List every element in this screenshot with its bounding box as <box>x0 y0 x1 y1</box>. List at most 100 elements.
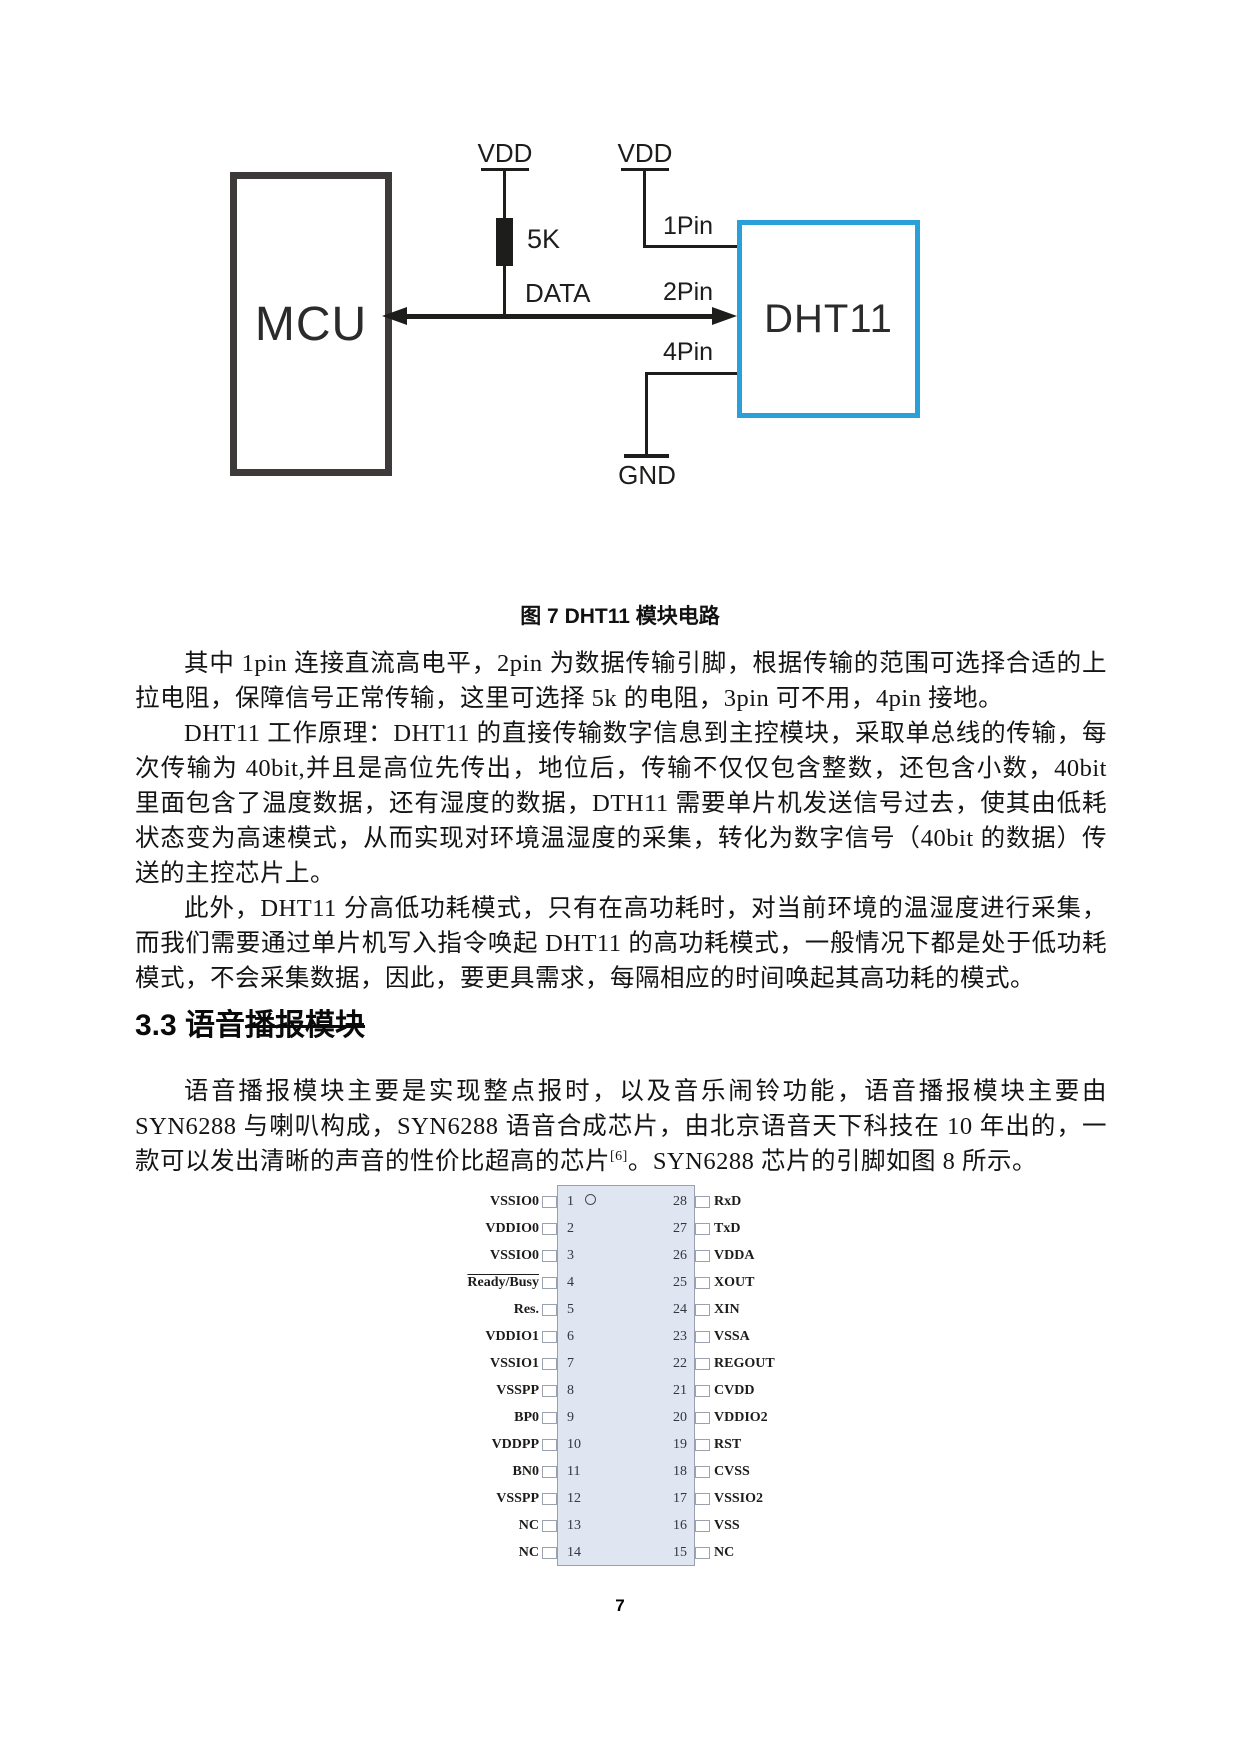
figure7-caption: 图 7 DHT11 模块电路 <box>520 605 720 628</box>
pin1-label: 1Pin <box>663 212 714 240</box>
chip-pin-box <box>542 1330 557 1343</box>
chip-pin-box <box>695 1249 710 1262</box>
paragraph-4-tail: 。SYN6288 芯片的引脚如图 8 所示。 <box>627 1148 1037 1175</box>
chip-pin-label: VSSIO2 <box>714 1490 764 1506</box>
chip-pin-label: Ready/Busy <box>467 1274 539 1290</box>
chip-pin-number: 2 <box>567 1221 574 1236</box>
mcu-label: MCU <box>254 297 368 351</box>
chip-body <box>557 1185 695 1566</box>
chip-pin-row: VDDIO1 <box>425 1323 557 1350</box>
chip-pin-label: TxD <box>714 1220 741 1236</box>
chip-pin-number: 13 <box>567 1518 581 1533</box>
chip-pin-row: VDDIO0 <box>425 1215 557 1242</box>
chip-pin-box <box>695 1195 710 1208</box>
chip-pin-box <box>695 1465 710 1478</box>
chip-pin-row: VDDIO2 <box>695 1404 835 1431</box>
chip-pin-label: BN0 <box>512 1463 539 1479</box>
resistor-label: 5K <box>527 224 561 254</box>
chip-pin-label: CVSS <box>714 1463 750 1479</box>
pin1-wire-vertical <box>643 171 646 248</box>
chip-pin-row: BP0 <box>425 1404 557 1431</box>
chip-pin-row: BN0 <box>425 1458 557 1485</box>
chip-pin-box <box>695 1411 710 1424</box>
chip-pin-label: VSSPP <box>496 1382 539 1398</box>
chip-pin-row: REGOUT <box>695 1350 835 1377</box>
chip-pin-box <box>695 1384 710 1397</box>
chip-pin-row: RST <box>695 1431 835 1458</box>
chip-pin-label: VDDA <box>714 1247 755 1263</box>
chip-pin-label: Res. <box>513 1301 539 1317</box>
chip-pin-box <box>542 1465 557 1478</box>
chip-pin-box <box>695 1492 710 1505</box>
chip-pin-label: NC <box>714 1544 735 1560</box>
chip-pin-row: NC <box>425 1512 557 1539</box>
chip-pin-row: NC <box>425 1539 557 1566</box>
chip-pin-number: 9 <box>567 1410 574 1425</box>
chip-pin-number: 20 <box>673 1410 687 1425</box>
chip-pin-number: 17 <box>673 1491 687 1506</box>
chip-pin-row: Res. <box>425 1296 557 1323</box>
figure7-circuit-diagram: MCU VDD 5K VDD 1Pin DATA 2Pin 4Pin GND D… <box>135 138 1105 535</box>
chip-pin-number: 22 <box>673 1356 687 1371</box>
chip-pin-number: 16 <box>673 1518 687 1533</box>
reference-6: [6] <box>610 1148 628 1164</box>
paragraph-4-text: 语音播报模块主要是实现整点报时，以及音乐闹铃功能，语音播报模块主要由 SYN62… <box>135 1078 1107 1175</box>
chip-pin-box <box>542 1276 557 1289</box>
chip-pin-number: 7 <box>567 1356 574 1371</box>
gnd-label: GND <box>618 460 676 490</box>
chip-pin-number: 12 <box>567 1491 581 1506</box>
chip-pin-label: VDDIO1 <box>485 1328 539 1344</box>
chip-pin-label: NC <box>518 1517 539 1533</box>
section-heading-prefix: 3.3 语音 <box>135 1009 246 1042</box>
chip-pin-label: VSSIO0 <box>489 1247 539 1263</box>
chip-pin-number: 3 <box>567 1248 574 1263</box>
chip-pin-number: 1 <box>567 1194 574 1209</box>
chip-pin-box <box>695 1276 710 1289</box>
data-label: DATA <box>525 278 591 308</box>
chip-pin-box <box>542 1384 557 1397</box>
chip-pin-box <box>695 1222 710 1235</box>
chip-pin1-index-icon <box>585 1194 596 1205</box>
chip-pin-number: 6 <box>567 1329 574 1344</box>
data-wire <box>401 314 717 319</box>
chip-pin-row: NC <box>695 1539 835 1566</box>
chip-pin-box <box>542 1438 557 1451</box>
chip-pin-row: CVDD <box>695 1377 835 1404</box>
chip-pin-row: VSSIO1 <box>425 1350 557 1377</box>
chip-pin-box <box>695 1546 710 1559</box>
chip-pin-number: 15 <box>673 1545 687 1560</box>
chip-pin-label: BP0 <box>514 1409 539 1425</box>
data-arrowhead-right-icon <box>712 307 737 325</box>
chip-pin-number: 21 <box>673 1383 687 1398</box>
chip-pin-box <box>542 1546 557 1559</box>
chip-pin-box <box>542 1249 557 1262</box>
vdd-right-label: VDD <box>617 138 673 168</box>
chip-pin-number: 23 <box>673 1329 687 1344</box>
chip-pin-row: RxD <box>695 1188 835 1215</box>
chip-pin-label: VSSIO1 <box>489 1355 539 1371</box>
chip-pin-number: 24 <box>673 1302 687 1317</box>
vdd-left-rail-bar <box>481 168 529 171</box>
chip-pin-number: 18 <box>673 1464 687 1479</box>
chip-pin-box <box>542 1519 557 1532</box>
chip-pin-number: 25 <box>673 1275 687 1290</box>
paragraph-3: 此外，DHT11 分高低功耗模式，只有在高功耗时，对当前环境的温湿度进行采集，而… <box>135 895 1107 992</box>
chip-pin-box <box>542 1357 557 1370</box>
chip-pin-row: VSSIO0 <box>425 1188 557 1215</box>
chip-pin-number: 11 <box>567 1464 581 1479</box>
chip-pin-number: 10 <box>567 1437 581 1452</box>
pin4-label: 4Pin <box>663 338 714 366</box>
dht11-box: DHT11 <box>737 220 920 418</box>
chip-pin-row: VSSIO0 <box>425 1242 557 1269</box>
chip-pin-label: VSS <box>714 1517 740 1533</box>
paragraph-1: 其中 1pin 连接直流高电平，2pin 为数据传输引脚，根据传输的范围可选择合… <box>135 650 1107 712</box>
chip-pin-box <box>542 1222 557 1235</box>
chip-pin-row: VSSPP <box>425 1377 557 1404</box>
mcu-box: MCU <box>230 172 392 476</box>
chip-pin-box <box>542 1492 557 1505</box>
